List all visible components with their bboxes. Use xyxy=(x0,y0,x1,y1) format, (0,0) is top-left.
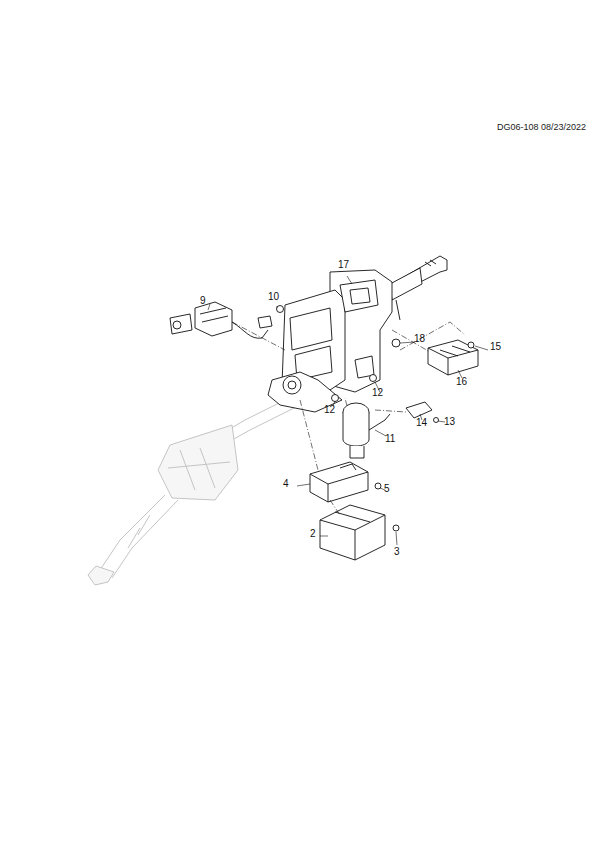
callout-number: 2 xyxy=(310,528,316,539)
callout-number: 18 xyxy=(414,333,425,344)
part-9-switch-assembly xyxy=(170,302,272,338)
callout-number: 14 xyxy=(416,417,427,428)
callout-number: 3 xyxy=(394,546,400,557)
callout-number: 16 xyxy=(456,376,467,387)
callout-number: 12 xyxy=(324,404,335,415)
steering-column-body xyxy=(268,256,447,412)
callout-number: 15 xyxy=(490,341,501,352)
drawing-reference: DG06-108 08/23/2022 xyxy=(497,122,586,133)
part-14-bracket xyxy=(406,402,432,418)
callout-number: 13 xyxy=(444,416,455,427)
callout-number: 12 xyxy=(372,387,383,398)
part-4-module xyxy=(310,462,368,502)
leader-lines xyxy=(208,276,488,545)
part-2-cover xyxy=(320,505,385,560)
assembly-lines xyxy=(232,322,465,515)
callout-number: 5 xyxy=(384,483,390,494)
callout-number: 4 xyxy=(283,478,289,489)
fasteners xyxy=(277,300,475,531)
part-11-actuator xyxy=(343,403,390,458)
callout-number: 11 xyxy=(385,433,395,444)
callout-number: 10 xyxy=(268,291,279,302)
callout-number: 9 xyxy=(200,295,206,306)
part-16-module xyxy=(428,340,478,375)
callout-number: 17 xyxy=(338,259,349,270)
intermediate-shaft-ghost xyxy=(88,395,300,585)
